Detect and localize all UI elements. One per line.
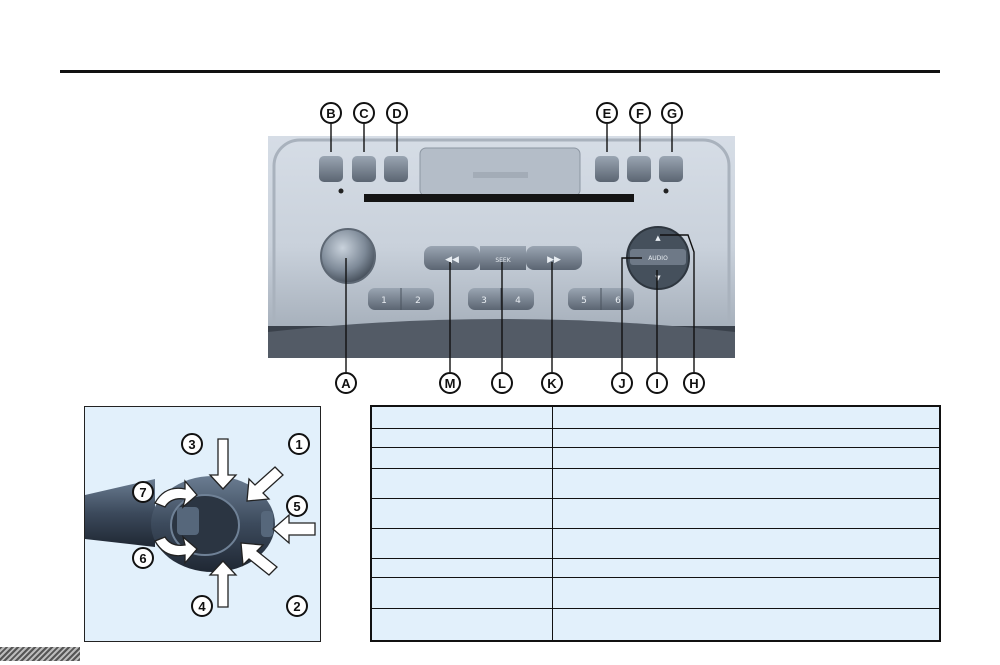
callout-i: I xyxy=(646,372,668,394)
top-button-b xyxy=(319,156,343,182)
volume-up-icon: ▲ xyxy=(655,234,661,242)
stalk-callout-1: 1 xyxy=(288,433,310,455)
forward-icon: ▶▶ xyxy=(547,255,561,265)
audio-label: AUDIO xyxy=(648,255,668,262)
callout-f: F xyxy=(629,102,651,124)
callout-m: M xyxy=(439,372,461,394)
callout-b: B xyxy=(320,102,342,124)
callout-c: C xyxy=(353,102,375,124)
table-row-divider xyxy=(372,468,939,469)
header-rule xyxy=(60,70,940,73)
callout-j: J xyxy=(611,372,633,394)
table-row-divider xyxy=(372,428,939,429)
stalk-illustration: 3 1 7 5 6 4 2 xyxy=(84,406,321,642)
top-button-f xyxy=(627,156,651,182)
preset-3-label: 3 xyxy=(481,296,487,306)
table-column-divider xyxy=(552,407,553,640)
volume-down-icon: ▼ xyxy=(655,274,661,282)
header-rule-end xyxy=(937,70,940,73)
top-button-g xyxy=(659,156,683,182)
stalk-callout-3: 3 xyxy=(181,433,203,455)
rewind-icon: ◀◀ xyxy=(445,255,459,265)
table-row-divider xyxy=(372,608,939,609)
stalk-callout-2: 2 xyxy=(286,595,308,617)
preset-1-label: 1 xyxy=(381,296,387,306)
radio-cassette-unit: ◀◀ SEEK ▶▶ 1 2 3 4 5 6 AUDIO ▲ ▼ xyxy=(268,136,735,358)
top-button-c xyxy=(352,156,376,182)
top-button-e xyxy=(595,156,619,182)
controls-table xyxy=(370,405,941,642)
table-row-divider xyxy=(372,558,939,559)
callout-d: D xyxy=(386,102,408,124)
callout-l: L xyxy=(491,372,513,394)
stalk-drawing xyxy=(85,438,316,608)
table-row-divider xyxy=(372,447,939,448)
preset-6-label: 6 xyxy=(615,296,621,306)
callout-g: G xyxy=(661,102,683,124)
stalk-callout-7: 7 xyxy=(132,481,154,503)
preset-5-label: 5 xyxy=(581,296,587,306)
stalk-callout-6: 6 xyxy=(132,547,154,569)
callout-e: E xyxy=(596,102,618,124)
stalk-callout-5: 5 xyxy=(286,495,308,517)
table-row-divider xyxy=(372,498,939,499)
stalk-callout-4: 4 xyxy=(191,595,213,617)
table-row-divider xyxy=(372,577,939,578)
preset-2-label: 2 xyxy=(415,296,421,306)
callout-k: K xyxy=(541,372,563,394)
callout-h: H xyxy=(683,372,705,394)
callout-a: A xyxy=(335,372,357,394)
seek-label: SEEK xyxy=(495,257,511,264)
table-row-divider xyxy=(372,528,939,529)
top-button-d xyxy=(384,156,408,182)
preset-4-label: 4 xyxy=(515,296,521,306)
page-tab-marker xyxy=(0,647,80,661)
